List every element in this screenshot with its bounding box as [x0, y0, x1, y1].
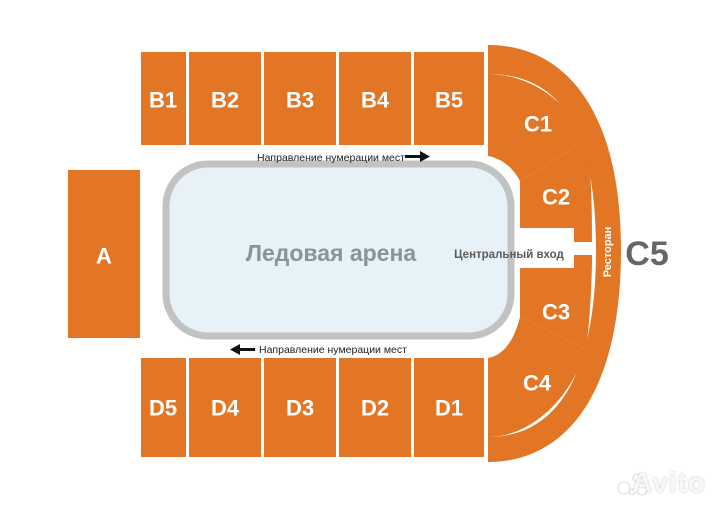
ice-arena: [162, 160, 515, 340]
sector-c1[interactable]: [488, 74, 586, 181]
sector-c1-label: C1: [524, 112, 552, 137]
sector-b4-label: B4: [361, 88, 390, 113]
sector-d5-label: D5: [149, 396, 177, 421]
sector-b4[interactable]: [339, 52, 411, 145]
sector-a-label: A: [96, 244, 112, 269]
sector-c5-restaurant[interactable]: [488, 45, 621, 462]
sector-b3[interactable]: [264, 52, 336, 145]
sector-a[interactable]: [68, 170, 140, 338]
sector-d2[interactable]: [339, 358, 411, 457]
sector-c4-label: C4: [523, 371, 552, 396]
sector-b1[interactable]: [141, 52, 186, 145]
sector-c4[interactable]: [488, 317, 586, 437]
sector-b5[interactable]: [414, 52, 484, 145]
sector-d4[interactable]: [189, 358, 261, 457]
sector-c3[interactable]: [520, 255, 592, 350]
sector-d4-label: D4: [211, 396, 240, 421]
sector-d3[interactable]: [264, 358, 336, 457]
arrow-left-icon: [230, 344, 255, 355]
sector-d2-label: D2: [361, 396, 389, 421]
restaurant-label: Ресторан: [602, 227, 614, 278]
sector-c5-label: C5: [625, 235, 668, 273]
sector-d1[interactable]: [414, 358, 484, 457]
sector-d3-label: D3: [286, 396, 314, 421]
sector-b3-label: B3: [286, 88, 314, 113]
sector-d1-label: D1: [435, 396, 463, 421]
avito-watermark: Avito: [632, 467, 706, 498]
numbering-direction-top: Направление нумерации мест: [257, 152, 405, 164]
numbering-direction-bottom: Направление нумерации мест: [259, 344, 407, 356]
arrow-right-icon: [405, 151, 430, 162]
sector-b5-label: B5: [435, 88, 463, 113]
sector-c2-label: C2: [542, 185, 570, 210]
avito-logo-icon: [617, 473, 648, 496]
sector-d5[interactable]: [141, 358, 186, 457]
entrance-label: Центральный вход: [454, 249, 564, 261]
sector-b1-label: B1: [149, 88, 177, 113]
sector-b2[interactable]: [189, 52, 261, 145]
sector-c3-label: C3: [542, 300, 570, 325]
sector-b2-label: B2: [211, 88, 239, 113]
arena-label: Ледовая арена: [246, 240, 417, 266]
sector-c2[interactable]: [520, 140, 592, 242]
